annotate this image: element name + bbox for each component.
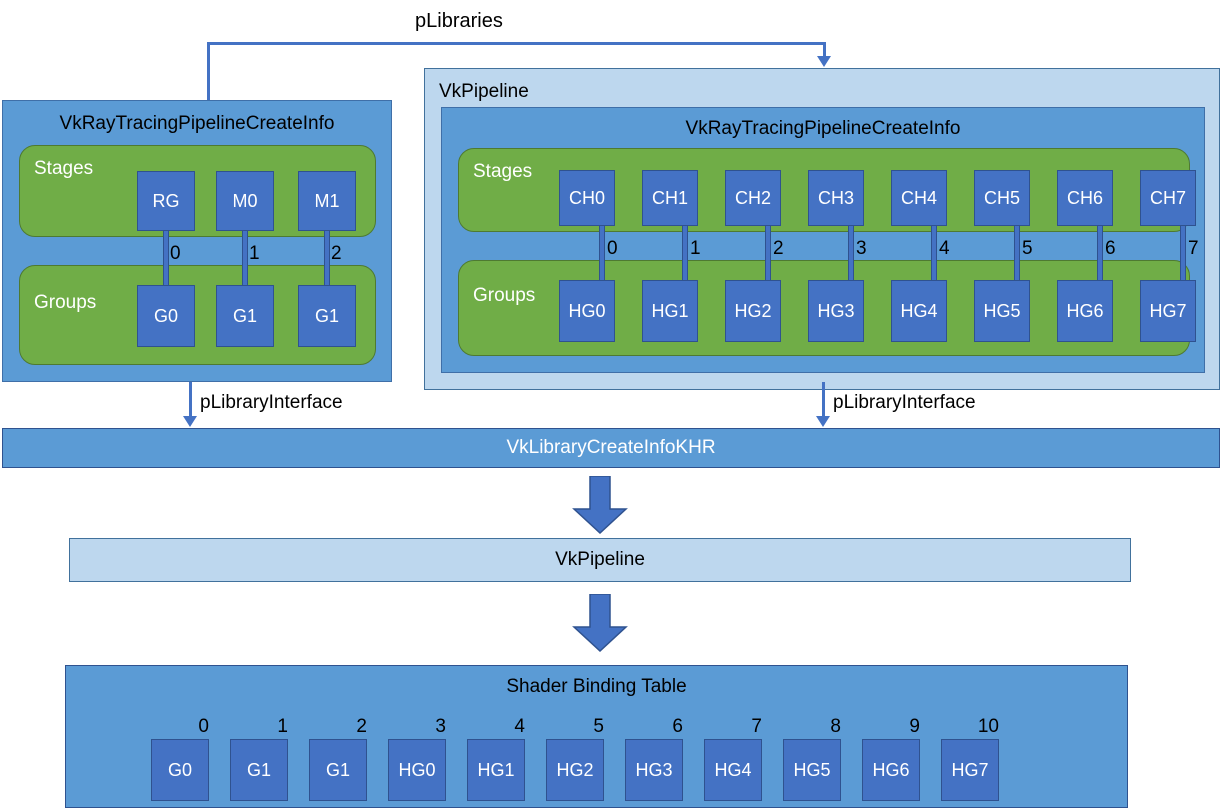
right-group-cell[interactable]: HG6 [1057,280,1113,342]
plibraries-edge-segment-horizontal [207,42,826,45]
sbt-entry-cell[interactable]: HG3 [625,739,683,801]
right-stage-cell[interactable]: CH2 [725,170,781,226]
sbt-entry-cell[interactable]: HG7 [941,739,999,801]
right-stage-cell[interactable]: CH6 [1057,170,1113,226]
left-group-cell[interactable]: G1 [298,285,356,347]
sbt-entry-index: 4 [514,716,525,737]
sbt-entry-index: 0 [198,716,209,737]
vklibrarycreateinfokhr-bar[interactable]: VkLibraryCreateInfoKHR [2,428,1220,468]
right-group-cell[interactable]: HG2 [725,280,781,342]
right-groups-label: Groups [473,285,536,306]
plibraryinterface-left-edge-line [189,382,192,416]
vkpipeline-result-bar[interactable]: VkPipeline [69,538,1131,582]
sbt-entry-index: 7 [751,716,762,737]
left-stage-cell[interactable]: M0 [216,171,274,231]
right-group-cell[interactable]: HG0 [559,280,615,342]
plibraryinterface-right-label: pLibraryInterface [833,392,976,413]
sbt-entry-cell[interactable]: G1 [309,739,367,801]
left-group-cell[interactable]: G1 [216,285,274,347]
left-stage-group-connector [163,231,169,285]
right-group-index: 4 [939,238,950,259]
sbt-entry-cell[interactable]: HG2 [546,739,604,801]
right-group-cell[interactable]: HG7 [1140,280,1196,342]
right-stage-group-connector [848,226,854,280]
left-group-index: 2 [331,243,342,264]
sbt-entry-cell[interactable]: HG4 [704,739,762,801]
right-group-index: 2 [773,238,784,259]
sbt-entry-cell[interactable]: G1 [230,739,288,801]
right-group-cell[interactable]: HG3 [808,280,864,342]
sbt-entry-index: 10 [977,716,999,737]
right-group-index: 1 [690,238,701,259]
right-stage-cell[interactable]: CH0 [559,170,615,226]
right-vkpipeline-title: VkPipeline [439,81,529,102]
arrow-down-icon [816,416,830,427]
right-group-cell[interactable]: HG1 [642,280,698,342]
right-stage-cell[interactable]: CH7 [1140,170,1196,226]
left-group-cell[interactable]: G0 [137,285,195,347]
sbt-entry-index: 9 [909,716,920,737]
left-stages-label: Stages [34,158,94,179]
sbt-entry-cell[interactable]: HG1 [467,739,525,801]
right-stage-cell[interactable]: CH3 [808,170,864,226]
sbt-entry-index: 8 [830,716,841,737]
right-stage-group-connector [1014,226,1020,280]
sbt-entry-index: 6 [672,716,683,737]
block-arrow-down-icon [571,476,629,534]
shader-binding-table-title: Shader Binding Table [506,676,687,697]
sbt-entry-cell[interactable]: HG0 [388,739,446,801]
right-group-index: 6 [1105,238,1116,259]
arrow-down-icon [183,416,197,427]
left-stage-cell[interactable]: M1 [298,171,356,231]
right-group-index: 0 [607,238,618,259]
left-stage-group-connector [324,231,330,285]
right-stage-cell[interactable]: CH4 [891,170,947,226]
sbt-entry-index: 1 [277,716,288,737]
right-stage-group-connector [599,226,605,280]
right-stage-group-connector [1097,226,1103,280]
left-group-index: 1 [249,243,260,264]
arrow-down-icon [817,56,831,67]
left-panel-title: VkRayTracingPipelineCreateInfo [59,113,335,134]
left-stage-group-connector [242,231,248,285]
right-stage-group-connector [682,226,688,280]
right-panel-title: VkRayTracingPipelineCreateInfo [685,118,961,139]
sbt-entry-cell[interactable]: G0 [151,739,209,801]
sbt-entry-cell[interactable]: HG5 [783,739,841,801]
right-stage-group-connector [1180,226,1186,280]
right-group-index: 5 [1022,238,1033,259]
plibraries-edge-segment-vertical-left [207,42,210,108]
sbt-entry-index: 2 [356,716,367,737]
right-group-index: 3 [856,238,867,259]
right-stage-cell[interactable]: CH1 [642,170,698,226]
right-vkpipeline-panel: VkPipeline VkRayTracingPipelineCreateInf… [424,68,1220,390]
right-group-cell[interactable]: HG4 [891,280,947,342]
right-stage-group-connector [765,226,771,280]
left-stage-cell[interactable]: RG [137,171,195,231]
shader-binding-table-panel: Shader Binding Table 0 G0 1 G1 2 G1 3 HG… [65,665,1128,808]
left-groups-label: Groups [34,292,97,313]
plibraryinterface-right-edge-line [822,382,825,416]
right-group-cell[interactable]: HG5 [974,280,1030,342]
block-arrow-down-icon [571,594,629,652]
right-ray-tracing-create-info-panel: VkRayTracingPipelineCreateInfo Stages Gr… [441,107,1205,373]
sbt-entry-index: 3 [435,716,446,737]
right-stage-cell[interactable]: CH5 [974,170,1030,226]
sbt-entry-cell[interactable]: HG6 [862,739,920,801]
plibraries-edge-segment-vertical-right [823,42,826,56]
right-stages-label: Stages [473,161,533,182]
left-ray-tracing-create-info-panel: VkRayTracingPipelineCreateInfo Stages Gr… [2,100,392,382]
right-stage-group-connector [931,226,937,280]
plibraries-edge-label: pLibraries [415,10,503,32]
right-group-index: 7 [1188,238,1199,259]
sbt-entry-index: 5 [593,716,604,737]
plibraryinterface-left-label: pLibraryInterface [200,392,343,413]
left-group-index: 0 [170,243,181,264]
